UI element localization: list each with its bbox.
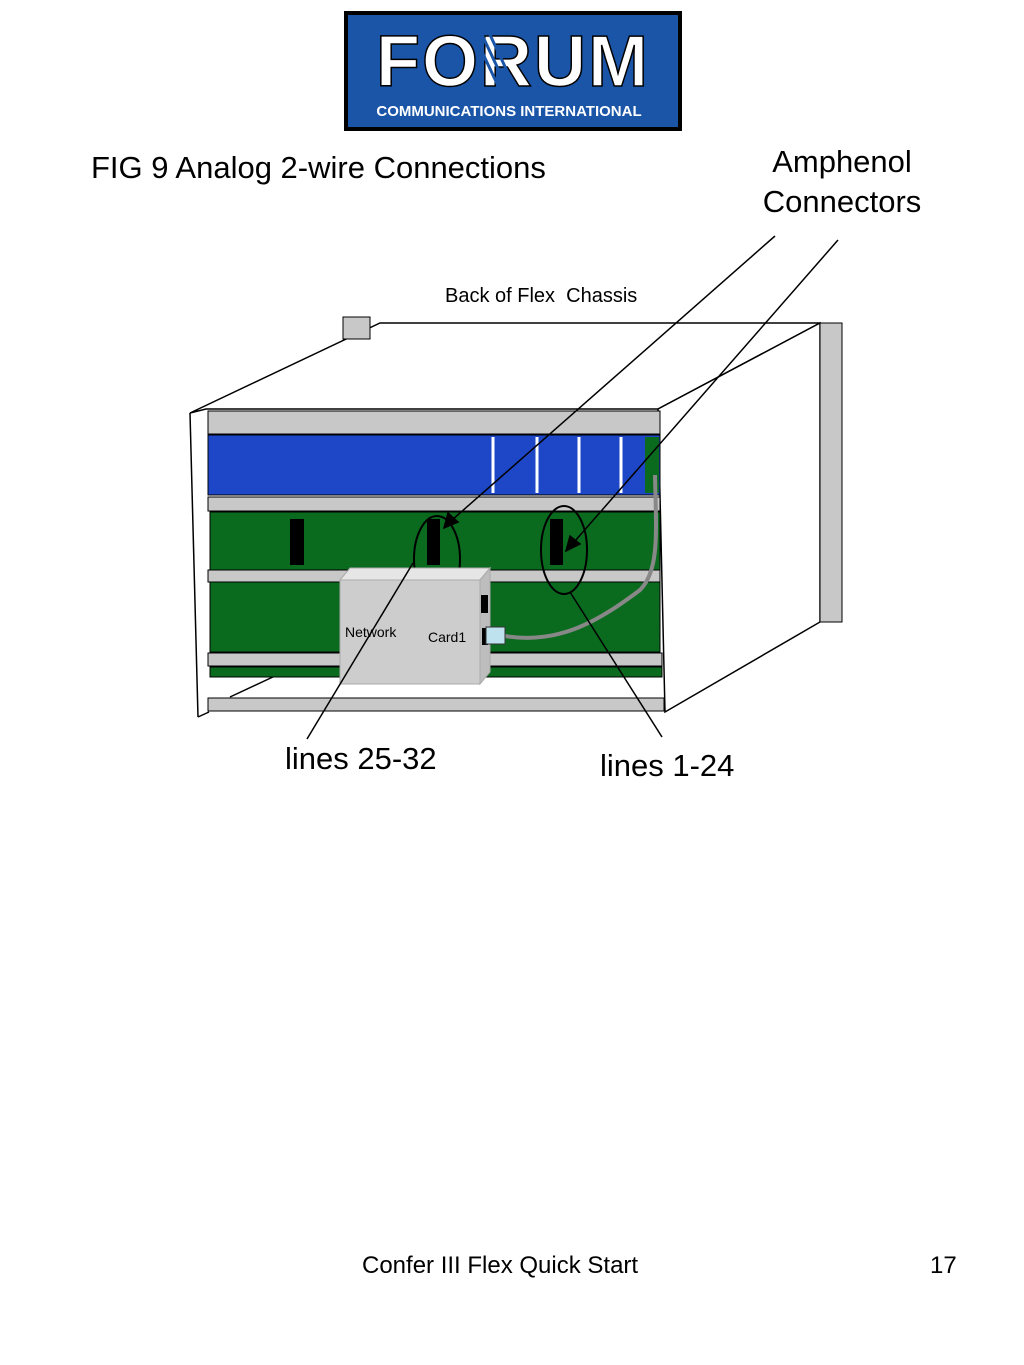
logo-wordmark: FORUM bbox=[376, 22, 650, 102]
network-card-box: Network Card1 bbox=[338, 566, 506, 686]
connector-slot-3 bbox=[550, 519, 563, 565]
lines-25-32-label: lines 25-32 bbox=[285, 741, 437, 776]
logo-stripes bbox=[466, 21, 518, 91]
amphenol-connectors-label: Amphenol Connectors bbox=[742, 142, 942, 222]
amphenol-pointers bbox=[442, 235, 839, 553]
logo-subtitle: COMMUNICATIONS INTERNATIONAL bbox=[376, 103, 641, 120]
network-cable bbox=[504, 474, 658, 640]
chassis-outline bbox=[189, 321, 821, 718]
top-rail bbox=[207, 410, 661, 435]
blue-card-row bbox=[207, 434, 661, 496]
rail-2 bbox=[207, 496, 661, 512]
rear-rail-right bbox=[819, 322, 843, 623]
figure-title: FIG 9 Analog 2-wire Connections bbox=[91, 150, 546, 185]
card-label: Card1 bbox=[428, 629, 466, 645]
amphenol-label-line2: Connectors bbox=[762, 184, 922, 219]
network-card-led bbox=[481, 595, 488, 613]
network-card-port bbox=[482, 628, 488, 645]
line-labels-pointers bbox=[306, 562, 663, 740]
rear-rail-left bbox=[342, 316, 371, 340]
forum-logo: FORUM COMMUNICATIONS INTERNATIONAL bbox=[344, 11, 682, 131]
network-cable-plug bbox=[485, 626, 506, 645]
page-number: 17 bbox=[930, 1252, 957, 1279]
back-of-chassis-label: Back of Flex Chassis bbox=[445, 285, 638, 307]
amphenol-label-line1: Amphenol bbox=[772, 144, 912, 179]
connector-slot-2 bbox=[427, 519, 440, 565]
connector-slot-1 bbox=[290, 519, 304, 565]
bottom-rail bbox=[207, 697, 665, 712]
lines-1-24-label: lines 1-24 bbox=[600, 748, 735, 783]
footer-title: Confer III Flex Quick Start bbox=[362, 1252, 639, 1279]
connector-highlight-right bbox=[540, 505, 588, 595]
